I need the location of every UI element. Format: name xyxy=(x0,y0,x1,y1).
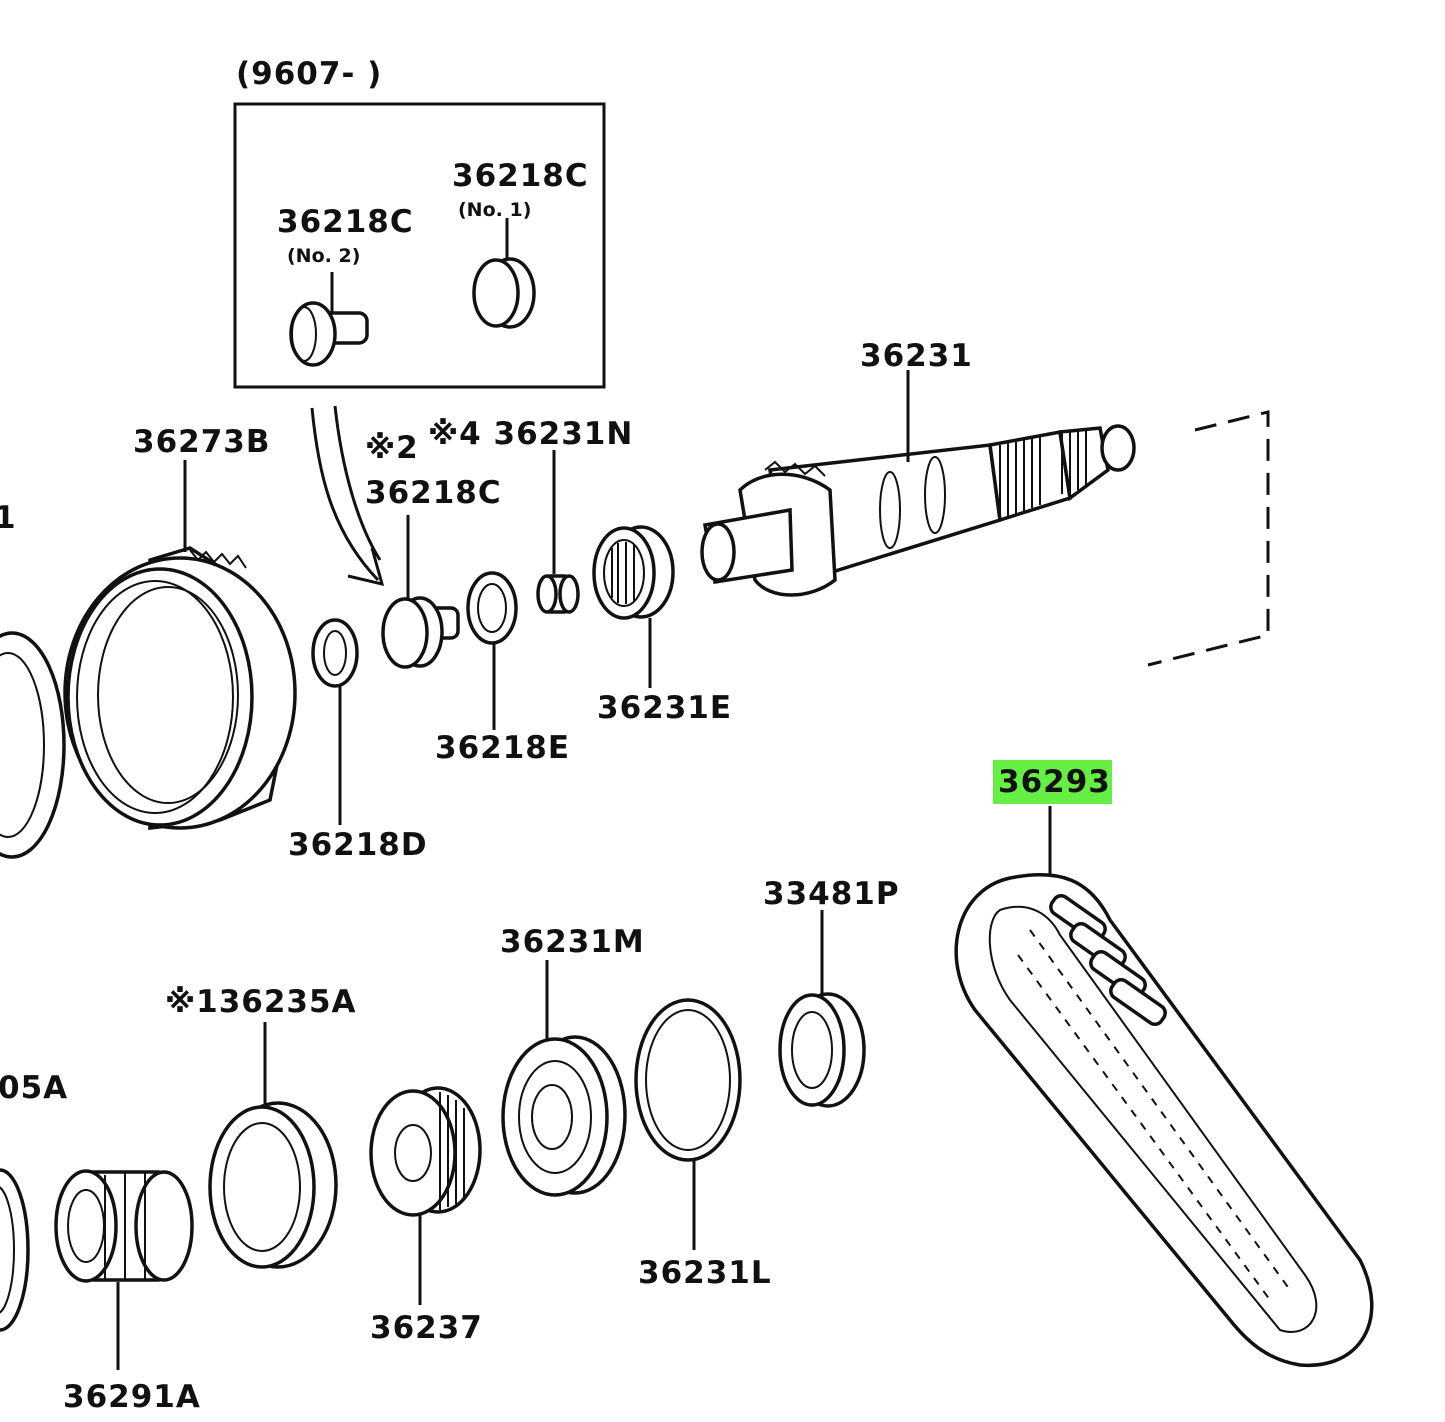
label-36231e: 36231E xyxy=(597,690,732,726)
part-36231l[interactable] xyxy=(634,998,742,1162)
label-36231n: ※4 36231N xyxy=(428,416,633,452)
note-no1: (No. 1) xyxy=(458,199,531,221)
dashed-bracket xyxy=(1147,410,1270,667)
part-36231n[interactable] xyxy=(536,574,580,614)
part-36291a[interactable] xyxy=(54,1169,194,1283)
part-36218d[interactable] xyxy=(311,618,359,688)
variant-header: (9607- ) xyxy=(236,56,382,92)
label-05a: 05A xyxy=(0,1070,68,1106)
label-36231m: 36231M xyxy=(500,924,645,960)
highlight-36293 xyxy=(993,760,1112,804)
label-36218c-no2: 36218C xyxy=(277,204,414,240)
label-36218c: 36218C xyxy=(365,475,502,511)
label-36235a: ※136235A xyxy=(165,984,357,1020)
part-36218c-no2[interactable] xyxy=(289,301,369,367)
part-36293-chain[interactable] xyxy=(954,872,1374,1367)
label-36273b: 36273B xyxy=(133,424,270,460)
label-36218d: 36218D xyxy=(288,827,428,863)
part-36237[interactable] xyxy=(369,1086,482,1217)
variant-inset: (9607- ) 36218C (No. 2) 36218C (No. 1) xyxy=(233,56,606,389)
part-36235a[interactable] xyxy=(208,1101,338,1269)
reference-arrow xyxy=(310,407,380,582)
part-36218c-no1[interactable] xyxy=(472,257,536,329)
left-edge-ring-bottom xyxy=(0,1168,30,1332)
label-36237: 36237 xyxy=(370,1310,483,1346)
label-mark2: ※2 xyxy=(365,430,419,466)
note-no2: (No. 2) xyxy=(287,245,360,267)
label-33481p: 33481P xyxy=(763,876,900,912)
part-36218e[interactable] xyxy=(466,571,518,645)
part-36231-shaft[interactable] xyxy=(700,424,1136,597)
part-36273b[interactable] xyxy=(63,546,297,830)
label-edge-left: 1 xyxy=(0,500,17,536)
left-edge-ring xyxy=(0,631,66,859)
part-36218c[interactable] xyxy=(381,596,460,669)
part-36231m[interactable] xyxy=(501,1035,627,1197)
label-36293[interactable]: 36293 xyxy=(998,764,1111,800)
part-33481p[interactable] xyxy=(778,992,866,1108)
label-36218c-no1: 36218C xyxy=(452,158,589,194)
label-36231: 36231 xyxy=(860,338,973,374)
part-36231e[interactable] xyxy=(592,525,675,620)
label-36218e: 36218E xyxy=(435,730,570,766)
label-36291a: 36291A xyxy=(63,1379,201,1415)
label-36231l: 36231L xyxy=(638,1255,772,1291)
